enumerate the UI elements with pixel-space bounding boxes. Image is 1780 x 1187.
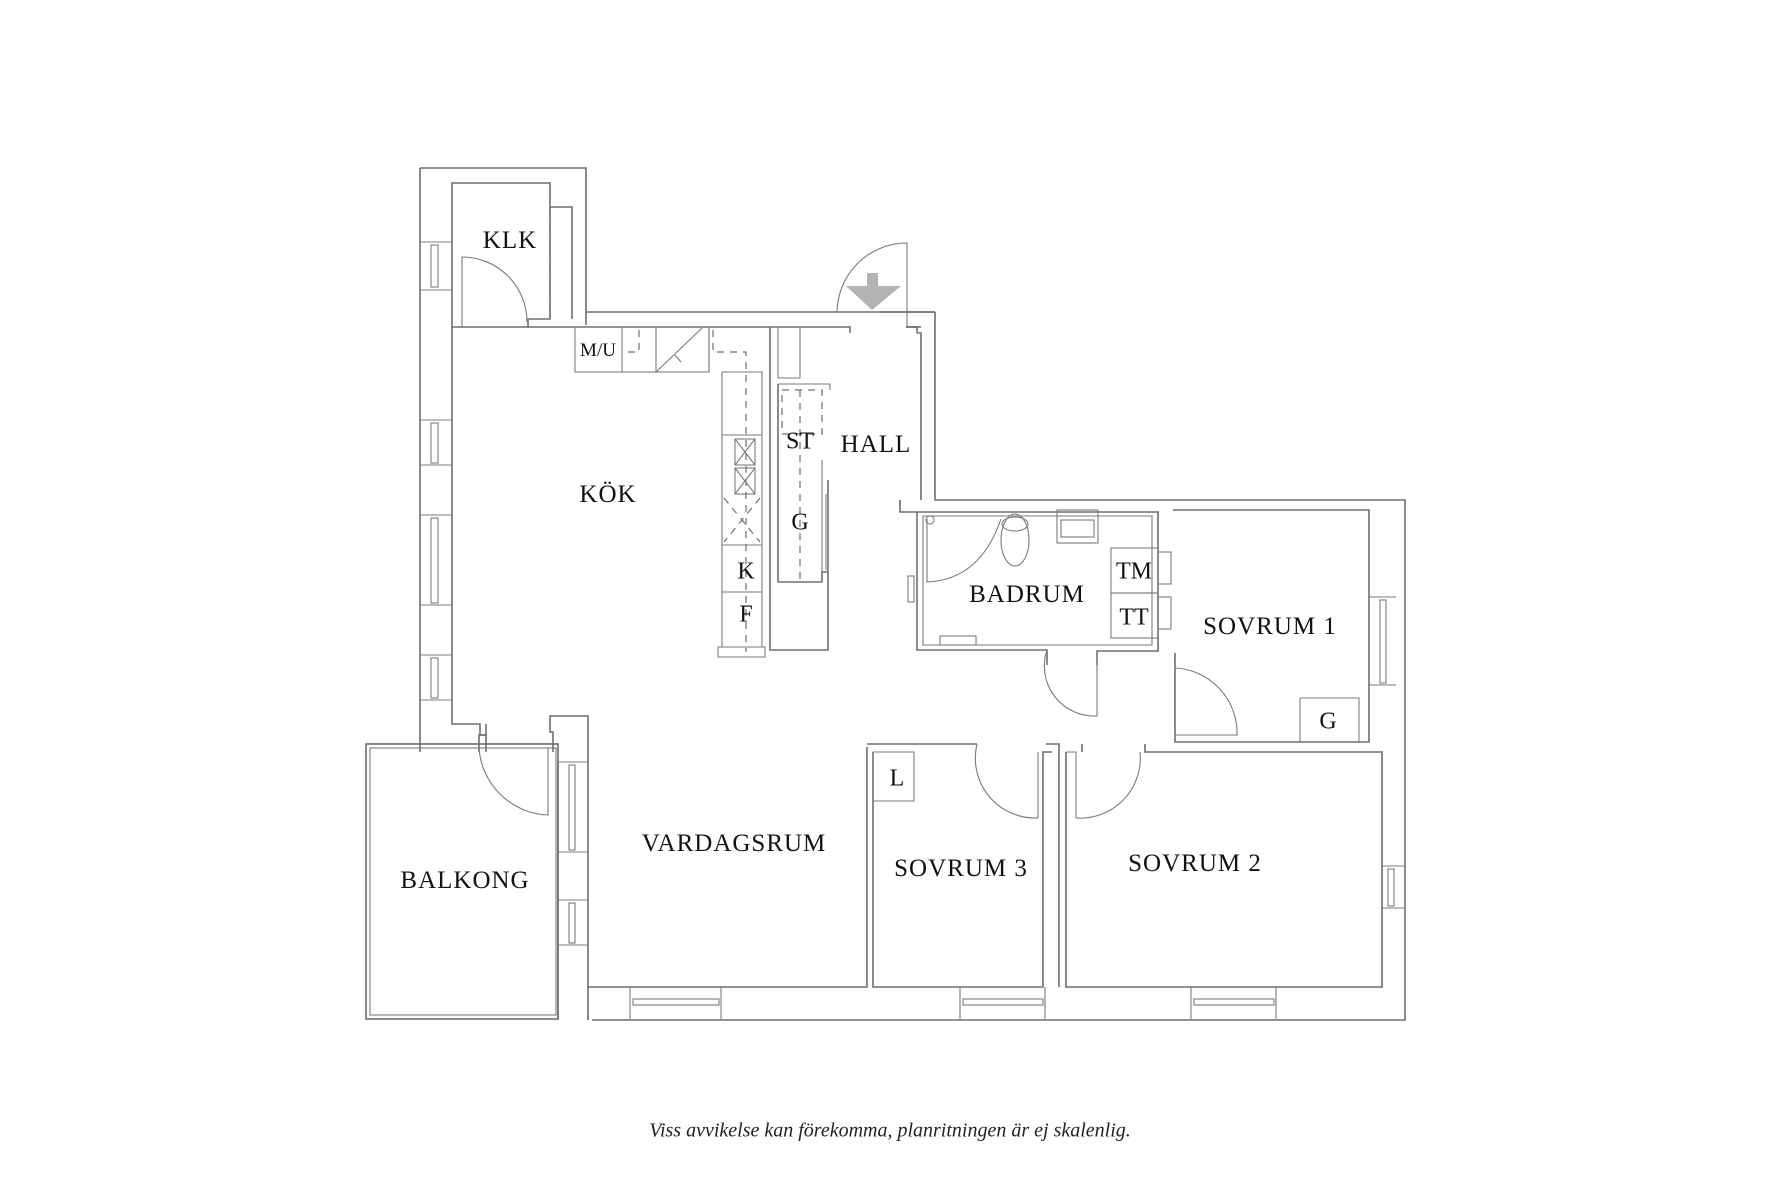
entrance	[836, 242, 908, 327]
room-label-hall: HALL	[840, 431, 912, 458]
fixture-label-st: ST	[785, 428, 815, 455]
room-label-klk: KLK	[482, 227, 538, 254]
disclaimer-text: Viss avvikelse kan förekomma, planritnin…	[649, 1119, 1131, 1142]
outer-walls	[365, 167, 1406, 1021]
bedroom2-3-walls	[867, 743, 1405, 988]
bedroom1-walls	[1173, 509, 1396, 743]
kitchen-units	[574, 326, 831, 658]
fixture-label-g-hall: G	[791, 509, 809, 536]
room-label-sovrum2: SOVRUM 2	[1128, 850, 1262, 877]
room-label-badrum: BADRUM	[969, 581, 1085, 608]
fixture-label-k: K	[737, 558, 755, 585]
room-label-vardagsrum: VARDAGSRUM	[641, 830, 827, 857]
fixture-label-f: F	[739, 601, 753, 628]
room-label-balkong: BALKONG	[400, 867, 530, 894]
fixture-label-tm: TM	[1116, 558, 1152, 585]
fixture-label-mu: M/U	[580, 340, 616, 361]
fixture-label-l: L	[889, 765, 905, 792]
fixture-label-g-sovrum1: G	[1319, 708, 1337, 735]
fixture-label-tt: TT	[1119, 604, 1149, 631]
room-label-sovrum3: SOVRUM 3	[894, 855, 1028, 882]
bathroom-walls	[899, 500, 1172, 717]
room-label-sovrum1: SOVRUM 1	[1203, 613, 1337, 640]
arrow-down-icon	[846, 273, 901, 310]
room-label-kok: KÖK	[579, 481, 637, 508]
